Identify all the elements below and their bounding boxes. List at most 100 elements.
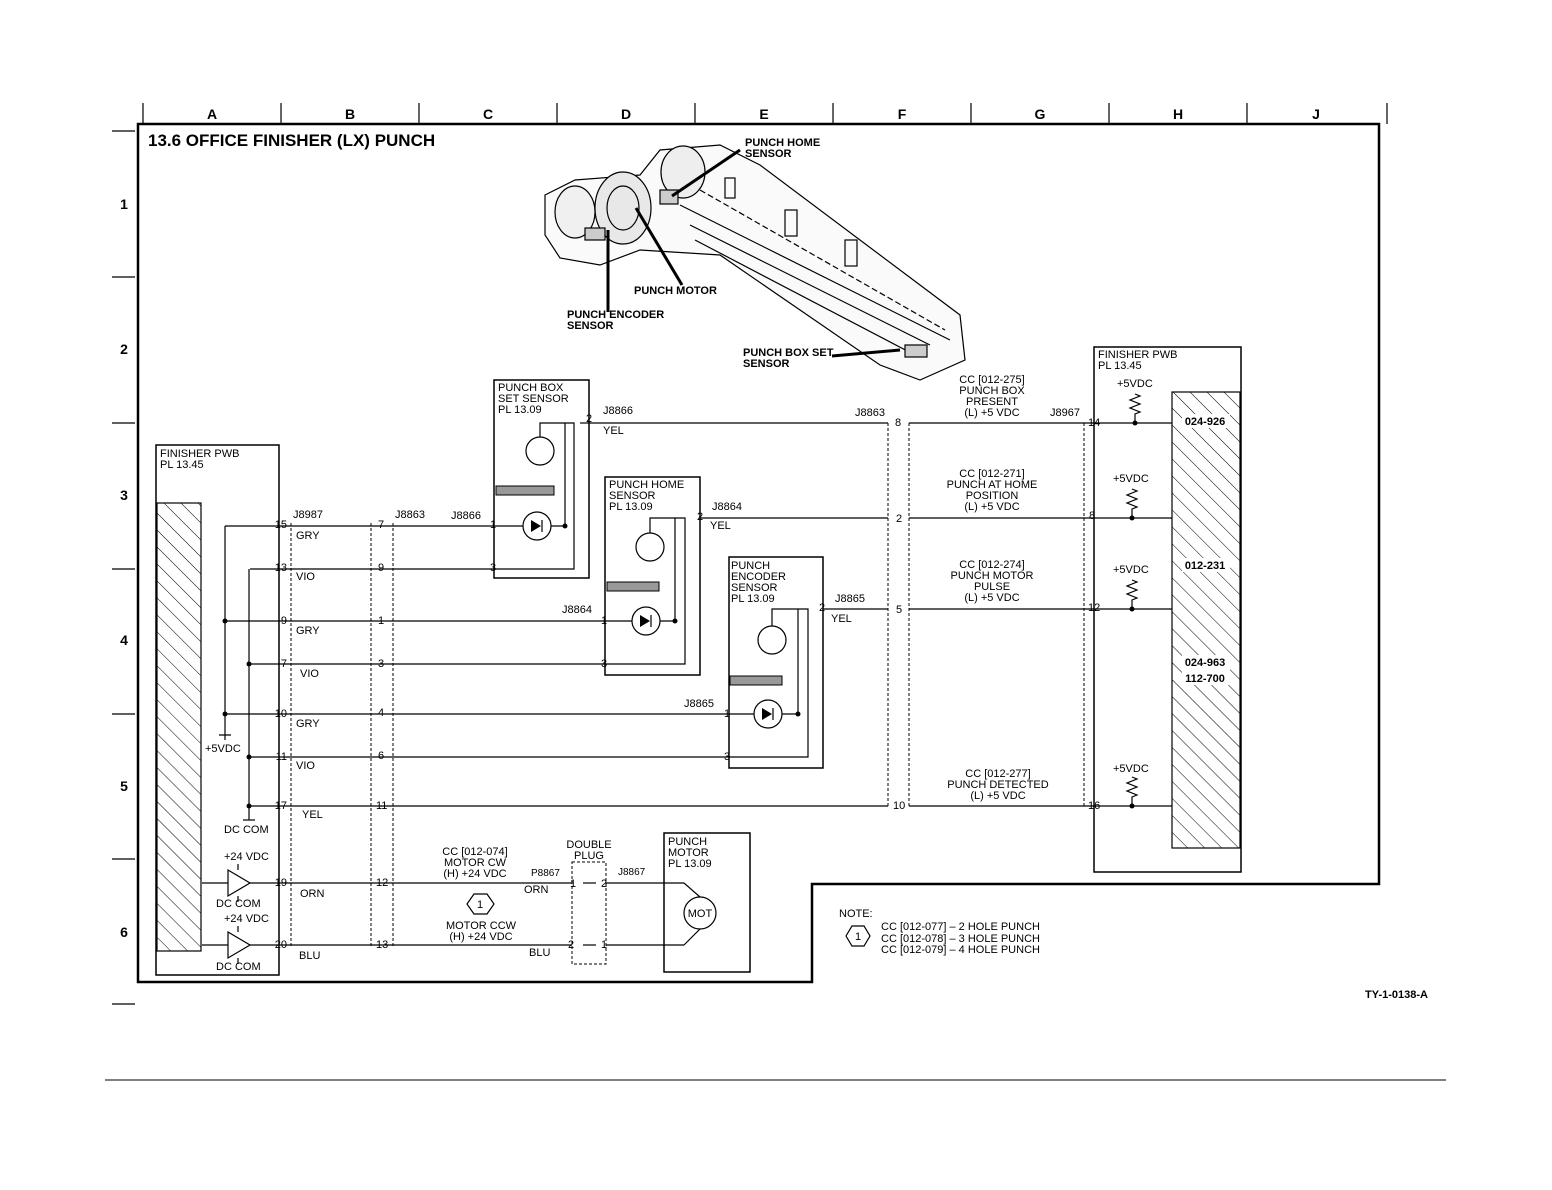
cc4-l1: CC [012-277] — [965, 768, 1030, 780]
col-label-a: A — [207, 106, 217, 122]
cc4-l3: (L) +5 VDC — [970, 790, 1025, 802]
note-marker: 1 — [855, 931, 861, 943]
cc2-l4: (L) +5 VDC — [964, 501, 1019, 513]
double-plug-l2: PLUG — [574, 850, 604, 862]
wire-color-9: BLU — [299, 950, 320, 962]
punch-box-set-sensor: PUNCH BOX SET SENSOR PL 13.09 — [493, 379, 888, 579]
left-pin-17: 17 — [275, 800, 287, 812]
home-title-1: PUNCH HOME — [609, 479, 684, 491]
cc3-l4: (L) +5 VDC — [964, 592, 1019, 604]
home-title-2: SENSOR — [609, 490, 656, 502]
label-j8867: J8867 — [618, 867, 646, 878]
encoder-pl: PL 13.09 — [731, 593, 775, 605]
callout-box-set-sensor-line1: PUNCH BOX SET — [743, 347, 834, 359]
row-label-1: 1 — [120, 196, 128, 212]
right-pwb-name: FINISHER PWB — [1098, 349, 1177, 361]
left-dccom-label-3: DC COM — [216, 961, 261, 973]
col-label-c: C — [483, 106, 493, 122]
left-24vdc-label-2: +24 VDC — [224, 913, 269, 925]
encoder-title-3: SENSOR — [731, 582, 778, 594]
label-j8864-upper: J8864 — [712, 501, 742, 513]
motor-symbol: MOT — [688, 908, 713, 920]
diagram-frame — [136, 122, 1381, 984]
wire-color-5: GRY — [296, 718, 320, 730]
left-pin-15: 15 — [275, 519, 287, 531]
mid-pin-5: 5 — [896, 604, 902, 616]
box-set-pin-1: 1 — [490, 519, 496, 531]
right-pin-8: 8 — [1089, 510, 1095, 522]
plug-pin-b: 2 — [601, 878, 607, 890]
j8863-pin-1: 1 — [378, 615, 384, 627]
wire-color-8: ORN — [300, 888, 325, 900]
motor-ccw-marker-num: 1 — [477, 899, 483, 911]
j8863-pin-13: 13 — [376, 939, 388, 951]
cc2-l2: PUNCH AT HOME — [947, 479, 1038, 491]
punch-unit-illustration — [544, 144, 966, 381]
right-5vdc-2: +5VDC — [1113, 473, 1149, 485]
col-label-h: H — [1173, 106, 1183, 122]
note-block: NOTE: 1 CC [012-077] – 2 HOLE PUNCH CC [… — [839, 908, 1040, 956]
plug-pin-c: 2 — [568, 939, 574, 951]
j8863-pin-9: 9 — [378, 562, 384, 574]
home-pin-1: 1 — [601, 615, 607, 627]
note-line-3: CC [012-079] – 4 HOLE PUNCH — [881, 944, 1040, 956]
j8863-pin-4: 4 — [378, 707, 384, 719]
cc3-l3: PULSE — [974, 581, 1010, 593]
note-line-1: CC [012-077] – 2 HOLE PUNCH — [881, 921, 1040, 933]
left-pin-11: 11 — [276, 751, 287, 763]
cc1-l2: PUNCH BOX — [959, 385, 1025, 397]
left-pwb-pl: PL 13.45 — [160, 459, 204, 471]
box-set-yel: YEL — [603, 425, 624, 437]
home-yel: YEL — [710, 520, 731, 532]
col-label-e: E — [759, 106, 768, 122]
double-plug — [571, 861, 684, 965]
cc1-l1: CC [012-275] — [959, 374, 1024, 386]
encoder-yel: YEL — [831, 613, 852, 625]
mid-pin-2: 2 — [896, 513, 902, 525]
row-label-6: 6 — [120, 924, 128, 940]
right-pwb-code-1: 024-926 — [1185, 416, 1225, 428]
mid-pin-10: 10 — [893, 800, 905, 812]
j8863-pin-3: 3 — [378, 658, 384, 670]
label-j8863-left: J8863 — [395, 509, 425, 521]
plug-pin-a: 1 — [570, 878, 576, 890]
encoder-pin-3: 3 — [724, 751, 730, 763]
j8863-pin-12: 12 — [376, 877, 388, 889]
left-pin-20: 20 — [275, 939, 287, 951]
row-label-5: 5 — [120, 778, 128, 794]
cc-label-at-home: CC [012-271] PUNCH AT HOME POSITION (L) … — [947, 468, 1038, 513]
label-j8866-lower: J8866 — [451, 510, 481, 522]
label-j8864-lower: J8864 — [562, 604, 592, 616]
left-pin-7: 7 — [281, 658, 287, 670]
row-label-2: 2 — [120, 341, 128, 357]
col-label-f: F — [898, 106, 907, 122]
cc3-l1: CC [012-274] — [959, 559, 1024, 571]
row-header: 1 2 3 4 5 6 — [112, 130, 135, 1005]
left-5vdc-label: +5VDC — [205, 743, 241, 755]
punch-motor: PUNCH MOTOR PL 13.09 MOT — [663, 832, 751, 973]
box-set-pl: PL 13.09 — [498, 404, 542, 416]
plug-orn: ORN — [524, 884, 549, 896]
illustration-leaders — [606, 148, 901, 358]
note-title: NOTE: — [839, 908, 873, 920]
note-line-2: CC [012-078] – 3 HOLE PUNCH — [881, 933, 1040, 945]
left-wires — [225, 525, 888, 946]
right-5vdc-4: +5VDC — [1113, 763, 1149, 775]
wire-color-2: VIO — [296, 571, 315, 583]
label-p8867: P8867 — [531, 868, 560, 879]
right-pin-16: 16 — [1088, 800, 1100, 812]
label-j8865-lower: J8865 — [684, 698, 714, 710]
right-pwb-code-2: 012-231 — [1185, 560, 1225, 572]
right-pwb-pl: PL 13.45 — [1098, 360, 1142, 372]
callout-punch-motor: PUNCH MOTOR — [634, 285, 717, 297]
box-set-title-1: PUNCH BOX — [498, 382, 564, 394]
wire-color-3: GRY — [296, 625, 320, 637]
diagram-title: 13.6 OFFICE FINISHER (LX) PUNCH — [148, 131, 435, 150]
wire-color-1: GRY — [296, 530, 320, 542]
col-label-g: G — [1035, 106, 1046, 122]
encoder-title-1: PUNCH — [731, 560, 770, 572]
callout-box-set-sensor-line2: SENSOR — [743, 358, 790, 370]
box-set-pin-3: 3 — [490, 562, 496, 574]
motor-title-1: PUNCH — [668, 836, 707, 848]
